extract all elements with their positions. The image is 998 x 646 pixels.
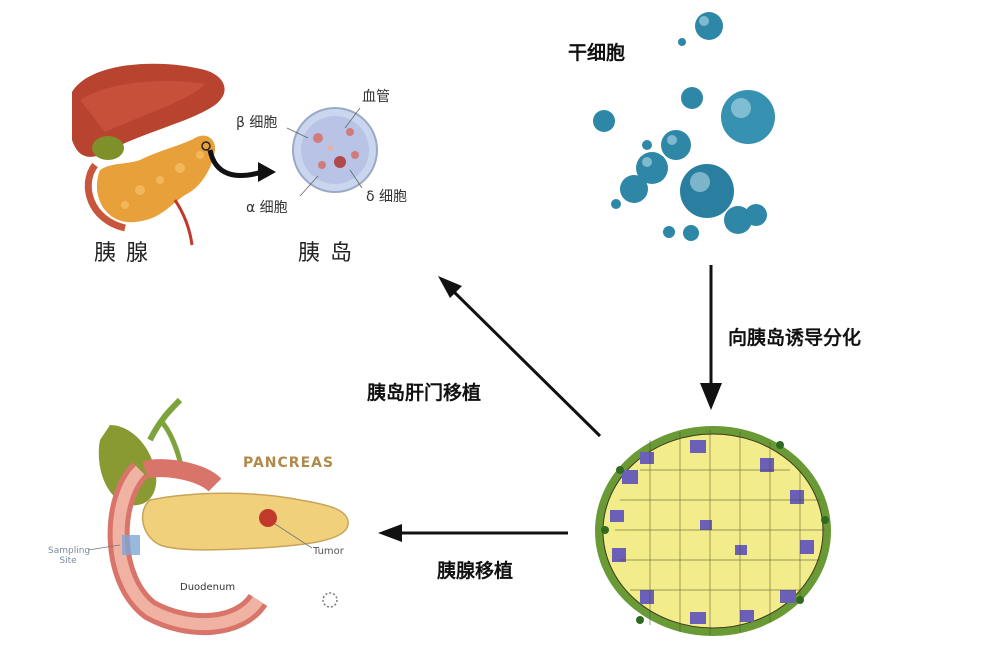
blood-vessel-label: 血管 [362, 89, 390, 105]
alpha-cell-label: α 细胞 [246, 200, 288, 216]
islet-label: 胰岛 [298, 241, 363, 266]
pancreas-illustration [84, 135, 216, 246]
pancreas-anatomy-title: PANCREAS [243, 455, 335, 471]
pancreas-label: 胰腺 [94, 241, 159, 266]
beta-cell-label: β 细胞 [236, 115, 278, 131]
islet-transplant-label: 胰岛肝门移植 [367, 382, 482, 404]
site-label: Site [59, 556, 77, 566]
tumor-label: Tumor [313, 546, 344, 557]
stem-cell-label: 干细胞 [568, 42, 626, 64]
zoom-arrow [207, 149, 276, 182]
stem-cells-illustration [593, 12, 775, 241]
induce-label: 向胰岛诱导分化 [728, 327, 862, 349]
differentiated-islet-illustration [595, 426, 831, 636]
sampling-site-label: Sampling Site [48, 546, 91, 566]
liver-illustration [72, 63, 225, 160]
arrow-pancreas-transplant [378, 524, 568, 542]
delta-cell-label: δ 细胞 [366, 189, 408, 205]
pancreas-transplant-label: 胰腺移植 [437, 560, 514, 582]
arrow-induce [700, 265, 722, 410]
duodenum-label: Duodenum [180, 582, 236, 593]
arrow-islet-transplant [438, 276, 602, 438]
islet-illustration [286, 107, 378, 197]
anatomy-illustration [87, 397, 349, 636]
sampling-label: Sampling [48, 546, 91, 556]
